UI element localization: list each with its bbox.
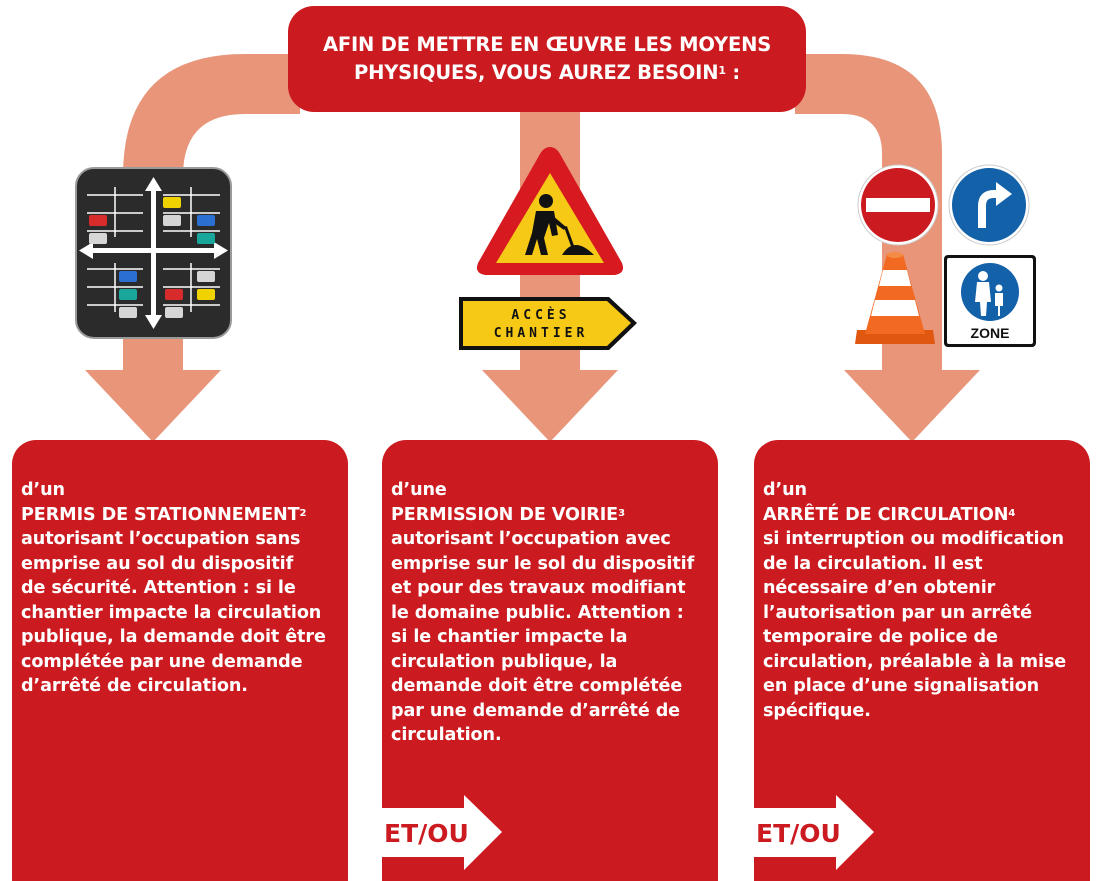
card-3-title-text: ARRÊTÉ DE CIRCULATION: [763, 504, 1009, 525]
card-2-line: autorisant l’occupation avec: [391, 529, 671, 549]
card-1-article: d’un: [21, 480, 65, 500]
middle-flow-arrowhead: [482, 370, 618, 442]
card-permis-de-stationnement: d’un PERMIS DE STATIONNEMENT2 autorisant…: [12, 440, 348, 881]
card-3-line: en place d’une signalisation: [763, 676, 1040, 696]
card-2-title: PERMISSION DE VOIRIE3: [391, 503, 710, 528]
card-3-line: temporaire de police de: [763, 627, 998, 647]
card-3-line: si interruption ou modification: [763, 529, 1064, 549]
card-2-article: d’une: [391, 480, 447, 500]
card-2-title-text: PERMISSION DE VOIRIE: [391, 504, 619, 525]
card-3-title: ARRÊTÉ DE CIRCULATION4: [763, 503, 1082, 528]
parking-lot-icon: [75, 167, 232, 339]
card-1-line: emprise au sol du dispositif: [21, 553, 294, 574]
et-ou-label-2: ET/OU: [384, 819, 469, 848]
card-2-line: circulation.: [391, 725, 502, 745]
card-1-title: PERMIS DE STATIONNEMENT2: [21, 503, 340, 528]
card-1-line: d’arrêté de circulation.: [21, 676, 248, 696]
card-1-line: de sécurité. Attention : si le: [21, 578, 296, 598]
header-line-2: PHYSIQUES, VOUS AUREZ BESOIN1 :: [288, 59, 806, 87]
no-entry-sign-icon: [857, 164, 939, 246]
right-flow-arrowhead: [844, 370, 980, 442]
card-3-line: de la circulation. Il est: [763, 553, 983, 574]
chantier-label: CHANTIER: [494, 326, 589, 341]
roadworks-warning-sign-icon: [476, 147, 624, 275]
card-1-footnote: 2: [299, 507, 307, 519]
card-2-line: circulation publique, la: [391, 651, 618, 672]
header-footnote-1: 1: [718, 64, 726, 77]
et-ou-arrow-3: [754, 795, 874, 870]
card-1-line: autorisant l’occupation sans: [21, 529, 301, 549]
card-3-line: circulation, préalable à la mise: [763, 651, 1067, 672]
card-1-line: complétée par une demande: [21, 651, 303, 672]
card-2-line: et pour des travaux modifiant: [391, 578, 686, 598]
et-ou-label-3: ET/OU: [756, 819, 841, 848]
header-box: AFIN DE METTRE EN ŒUVRE LES MOYENS PHYSI…: [288, 6, 806, 112]
acces-label: ACCÈS: [511, 307, 570, 323]
card-2-line: emprise sur le sol du dispositif: [391, 553, 695, 574]
card-3-footnote: 4: [1008, 507, 1016, 519]
header-line-2-text: PHYSIQUES, VOUS AUREZ BESOIN: [353, 61, 719, 84]
card-permission-de-voirie: d’une PERMISSION DE VOIRIE3 autorisant l…: [382, 440, 718, 881]
acces-chantier-sign: ACCÈS CHANTIER: [459, 297, 637, 350]
zone-label: ZONE: [971, 325, 1010, 341]
et-ou-arrow-2: [382, 795, 502, 870]
card-1-title-text: PERMIS DE STATIONNEMENT: [21, 504, 300, 525]
traffic-cone-icon: [855, 252, 935, 344]
card-arrete-de-circulation: d’un ARRÊTÉ DE CIRCULATION4 si interrupt…: [754, 440, 1090, 881]
header-line-1: AFIN DE METTRE EN ŒUVRE LES MOYENS: [322, 33, 772, 56]
card-3-line: l’autorisation par un arrêté: [763, 602, 1032, 623]
card-2-line: par une demande d’arrêté de: [391, 700, 681, 721]
card-1-line: chantier impacte la circulation: [21, 602, 322, 623]
card-3-line: spécifique.: [763, 700, 871, 721]
card-2-line: demande doit être complétée: [391, 676, 683, 696]
card-3-article: d’un: [763, 480, 807, 500]
card-2-line: si le chantier impacte la: [391, 627, 628, 647]
card-3-line: nécessaire d’en obtenir: [763, 578, 996, 598]
turn-right-sign-icon: [948, 164, 1030, 246]
left-flow-arrowhead: [85, 370, 221, 442]
card-1-line: publique, la demande doit être: [21, 627, 326, 647]
pedestrian-zone-sign-icon: ZONE: [944, 255, 1036, 347]
card-2-footnote: 3: [618, 507, 625, 519]
header-colon: :: [725, 61, 741, 84]
card-2-line: le domaine public. Attention :: [391, 602, 684, 623]
